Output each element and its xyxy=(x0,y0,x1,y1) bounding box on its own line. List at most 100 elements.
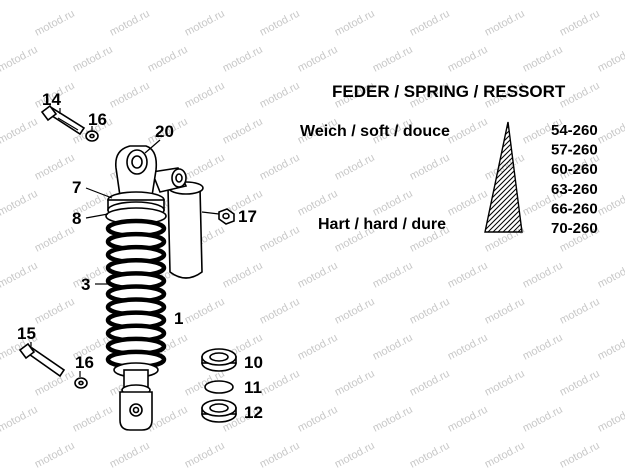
wedge-hatch-line xyxy=(489,122,522,232)
watermark-text: motod.ru xyxy=(296,44,340,75)
callout-7: 7 xyxy=(72,178,81,197)
wedge-hatch-line xyxy=(485,122,522,232)
watermark-text: motod.ru xyxy=(408,152,452,183)
watermark-text: motod.ru xyxy=(296,404,340,435)
watermark-text: motod.ru xyxy=(558,440,602,468)
callout-10: 10 xyxy=(244,353,263,372)
watermark-text: motod.ru xyxy=(108,440,152,468)
watermark-text: motod.ru xyxy=(333,8,377,39)
watermark-text: motod.ru xyxy=(221,116,265,147)
watermark-text: motod.ru xyxy=(258,296,302,327)
watermark-text: motod.ru xyxy=(446,0,490,3)
watermark-text: motod.ru xyxy=(258,80,302,111)
watermark-text: motod.ru xyxy=(483,296,527,327)
watermark-text: motod.ru xyxy=(333,152,377,183)
callout-15: 15 xyxy=(17,324,36,343)
watermark-text: motod.ru xyxy=(221,260,265,291)
wedge-hatch-line xyxy=(485,122,522,232)
watermark-text: motod.ru xyxy=(596,404,625,435)
callout-11: 11 xyxy=(244,378,262,397)
o-ring-11 xyxy=(204,380,234,394)
spring-coils xyxy=(105,218,167,370)
watermark-text: motod.ru xyxy=(221,0,265,3)
watermark-text: motod.ru xyxy=(521,332,565,363)
watermark-text: motod.ru xyxy=(371,404,415,435)
watermark-text: motod.ru xyxy=(296,188,340,219)
wedge-hatch-line xyxy=(494,122,522,232)
watermark-text: motod.ru xyxy=(108,8,152,39)
wedge-hatch-line xyxy=(485,122,522,232)
watermark-text: motod.ru xyxy=(333,368,377,399)
watermark-text: motod.ru xyxy=(0,260,40,291)
watermark-text: motod.ru xyxy=(446,260,490,291)
watermark-text: motod.ru xyxy=(296,0,340,3)
watermark-text: motod.ru xyxy=(0,188,40,219)
watermark-text: motod.ru xyxy=(0,44,40,75)
watermark-text: motod.ru xyxy=(0,80,2,111)
watermark-text: motod.ru xyxy=(71,44,115,75)
wedge-hatch-line xyxy=(485,122,522,232)
ring-10 xyxy=(201,348,237,372)
watermark-text: motod.ru xyxy=(0,0,40,3)
spring-code: 63-260 xyxy=(551,181,598,198)
watermark-text: motod.ru xyxy=(0,8,2,39)
watermark-text: motod.ru xyxy=(521,44,565,75)
bolt-14 xyxy=(40,104,86,136)
watermark-text: motod.ru xyxy=(446,332,490,363)
watermark-text: motod.ru xyxy=(558,8,602,39)
wedge-hatch-line xyxy=(485,122,522,232)
shock-absorber xyxy=(105,145,204,431)
watermark-text: motod.ru xyxy=(33,152,77,183)
bolt-15 xyxy=(18,342,66,378)
wedge-hatch-line xyxy=(485,122,522,232)
callout-17: 17 xyxy=(238,207,257,226)
watermark-text: motod.ru xyxy=(71,0,115,3)
watermark-text: motod.ru xyxy=(483,368,527,399)
watermark-text: motod.ru xyxy=(221,44,265,75)
watermark-text: motod.ru xyxy=(333,440,377,468)
watermark-text: motod.ru xyxy=(33,224,77,255)
watermark-text: motod.ru xyxy=(521,0,565,3)
callout-14: 14 xyxy=(42,90,61,109)
watermark-text: motod.ru xyxy=(108,80,152,111)
watermark-text: motod.ru xyxy=(483,152,527,183)
watermark-text: motod.ru xyxy=(408,296,452,327)
watermark-text: motod.ru xyxy=(296,332,340,363)
spring-code: 57-260 xyxy=(551,142,598,159)
nut-17 xyxy=(218,208,235,225)
watermark-text: motod.ru xyxy=(371,332,415,363)
watermark-text: motod.ru xyxy=(296,260,340,291)
washer-16-top xyxy=(85,130,99,142)
watermark-text: motod.ru xyxy=(483,8,527,39)
watermark-text: motod.ru xyxy=(446,404,490,435)
callout-16-bottom: 16 xyxy=(75,353,94,372)
watermark-text: motod.ru xyxy=(0,152,2,183)
watermark-text: motod.ru xyxy=(408,8,452,39)
watermark-text: motod.ru xyxy=(71,404,115,435)
watermark-text: motod.ru xyxy=(146,0,190,3)
spring-code: 66-260 xyxy=(551,200,598,217)
watermark-text: motod.ru xyxy=(371,0,415,3)
washer-16-bottom xyxy=(74,377,88,389)
watermark-text: motod.ru xyxy=(371,188,415,219)
watermark-text: motod.ru xyxy=(483,224,527,255)
spring-code: 60-260 xyxy=(551,161,598,178)
watermark-text: motod.ru xyxy=(483,440,527,468)
watermark-text: motod.ru xyxy=(258,368,302,399)
watermark-text: motod.ru xyxy=(33,296,77,327)
spring-code: 70-260 xyxy=(551,220,598,237)
watermark-text: motod.ru xyxy=(258,440,302,468)
soft-label: Weich / soft / douce xyxy=(300,123,450,140)
watermark-text: motod.ru xyxy=(333,296,377,327)
callout-20: 20 xyxy=(155,122,174,141)
watermark-text: motod.ru xyxy=(408,368,452,399)
leader-lines xyxy=(30,108,220,377)
watermark-text: motod.ru xyxy=(446,188,490,219)
watermark-text: motod.ru xyxy=(258,8,302,39)
ring-12 xyxy=(201,399,237,423)
watermark-text: motod.ru xyxy=(596,44,625,75)
watermark-text: motod.ru xyxy=(446,116,490,147)
watermark-text: motod.ru xyxy=(0,296,2,327)
